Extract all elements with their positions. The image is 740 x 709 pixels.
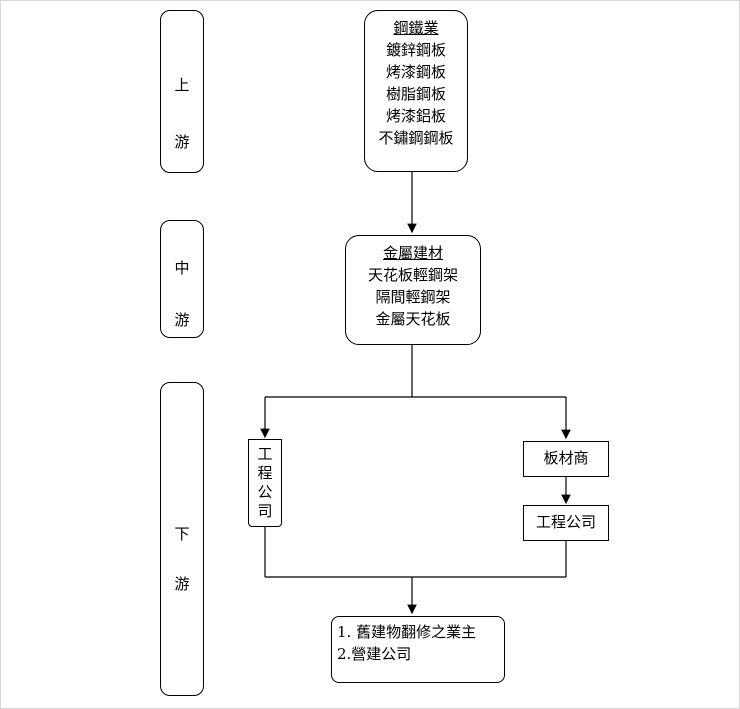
- panel-supplier-box: 板材商: [523, 441, 609, 477]
- upstream-item: 烤漆鋼板: [385, 63, 446, 81]
- midstream-item: 金屬天花板: [375, 310, 451, 328]
- contractor-left-char: 公: [257, 483, 273, 501]
- upstream-steel-box: 鋼鐵業 鍍鋅鋼板 烤漆鋼板 樹脂鋼板 烤漆鋁板 不鏽鋼鋼板: [364, 10, 468, 172]
- stage-midstream: 中 游: [160, 220, 204, 338]
- stage-midstream-char-1: 中: [174, 259, 190, 277]
- stage-downstream-char-1: 下: [174, 525, 190, 543]
- contractor-right-box: 工程公司: [523, 505, 609, 541]
- stage-upstream-char-1: 上: [174, 76, 190, 94]
- upstream-item: 不鏽鋼鋼板: [378, 129, 454, 147]
- contractor-left-char: 司: [257, 502, 273, 520]
- midstream-item: 天花板輕鋼架: [367, 266, 458, 284]
- upstream-item: 樹脂鋼板: [385, 85, 446, 103]
- upstream-item: 鍍鋅鋼板: [385, 41, 446, 59]
- client-item: 2.營建公司: [337, 645, 412, 663]
- contractor-left-char: 工: [257, 445, 273, 463]
- midstream-title: 金屬建材: [382, 244, 443, 262]
- panel-supplier-label: 板材商: [543, 449, 589, 467]
- upstream-title: 鋼鐵業: [393, 19, 439, 37]
- stage-upstream-char-2: 游: [174, 133, 190, 151]
- stage-downstream: 下 游: [160, 382, 204, 696]
- upstream-item: 烤漆鋁板: [385, 107, 446, 125]
- stage-midstream-char-2: 游: [174, 311, 190, 329]
- clients-box: 1. 舊建物翻修之業主 2.營建公司: [331, 616, 505, 683]
- contractor-left-box: 工 程 公 司: [248, 439, 282, 527]
- midstream-item: 隔間輕鋼架: [375, 288, 451, 306]
- stage-downstream-char-2: 游: [174, 575, 190, 593]
- midstream-metal-box: 金屬建材 天花板輕鋼架 隔間輕鋼架 金屬天花板: [345, 235, 481, 345]
- contractor-right-label: 工程公司: [535, 513, 596, 531]
- contractor-left-char: 程: [257, 464, 273, 482]
- stage-upstream: 上 游: [160, 10, 204, 173]
- client-item: 1. 舊建物翻修之業主: [337, 623, 477, 641]
